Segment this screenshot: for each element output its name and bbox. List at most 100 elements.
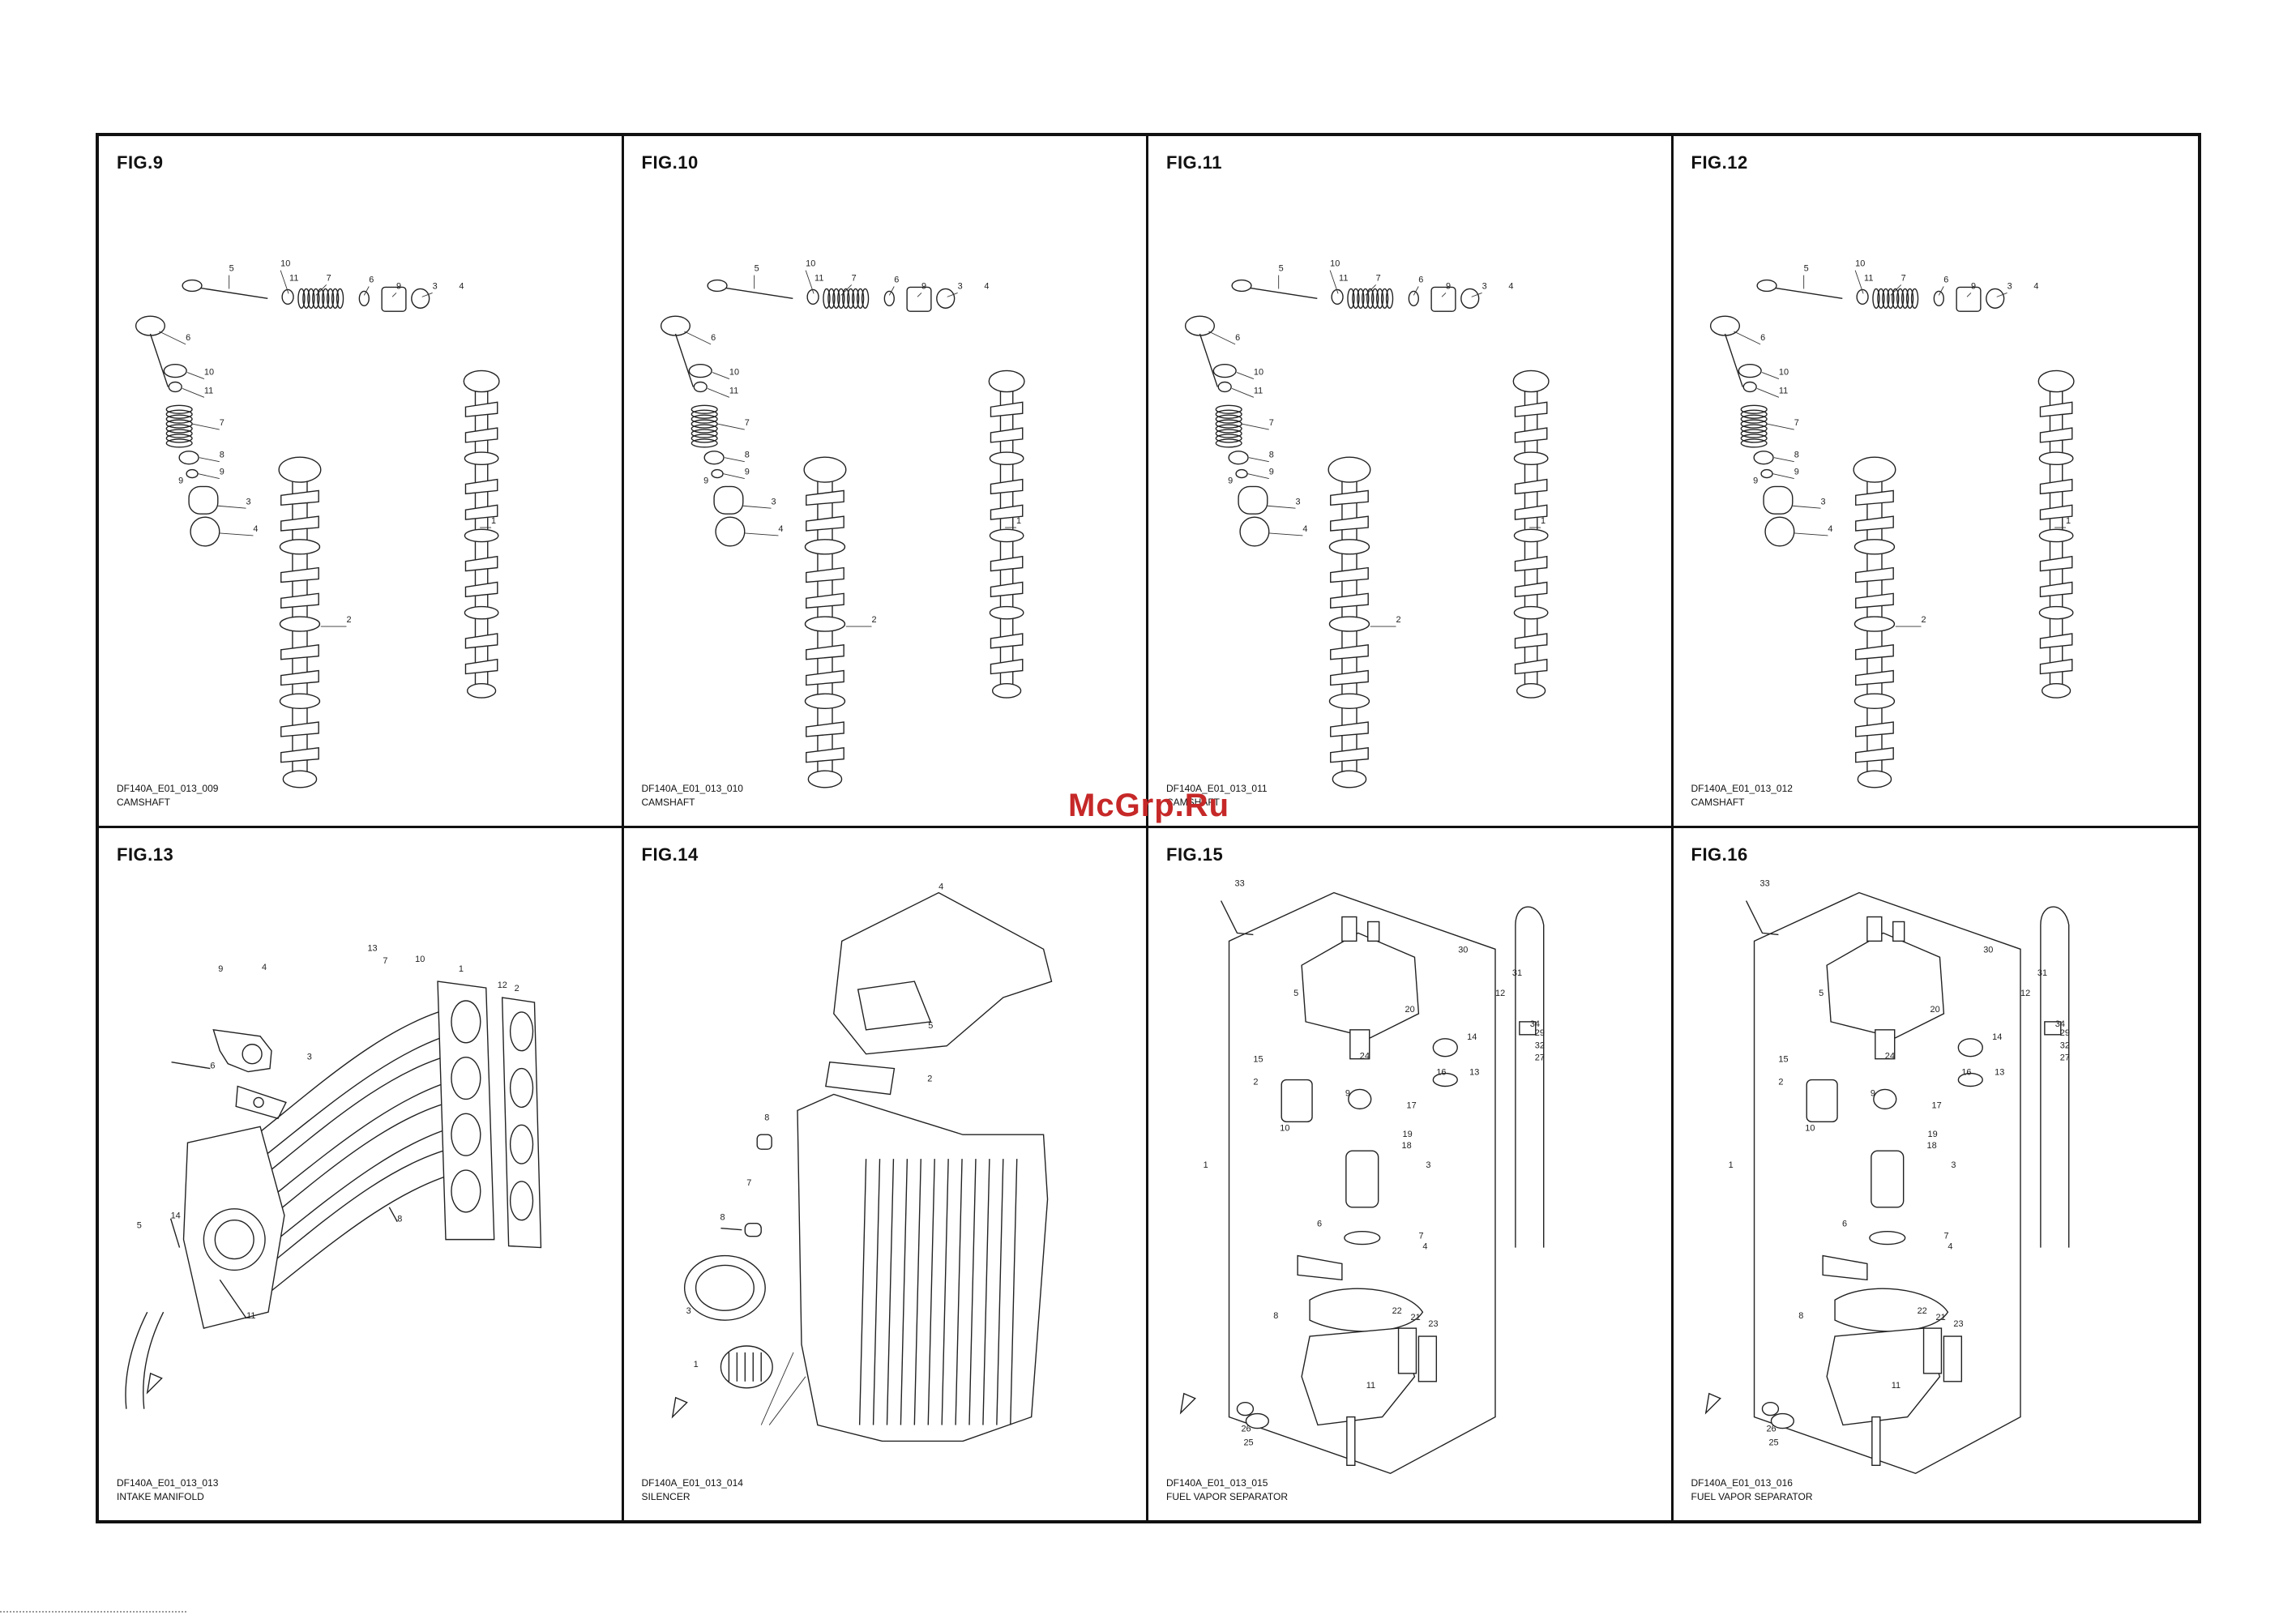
part-callout: 9 <box>1870 1088 1875 1098</box>
part-callout: 2 <box>346 615 351 625</box>
part-callout: 10 <box>1280 1123 1289 1133</box>
part-callout: 11 <box>1339 274 1348 284</box>
footer-rule <box>0 1611 186 1613</box>
figure-part-name: FUEL VAPOR SEPARATOR <box>1691 1491 1813 1502</box>
part-callout: 4 <box>459 281 464 291</box>
part-callout: 2 <box>1921 615 1926 625</box>
part-callout: 26 <box>1241 1425 1251 1434</box>
part-callout: 18 <box>1926 1141 1936 1151</box>
part-callout: 11 <box>729 386 738 395</box>
part-callout: 4 <box>984 281 989 291</box>
part-callout: 8 <box>764 1113 769 1122</box>
figure-code: DF140A_E01_013_015 <box>1166 1477 1268 1489</box>
part-callout: 32 <box>1535 1041 1545 1051</box>
part-callout: 6 <box>1760 333 1765 343</box>
part-callout: 31 <box>2037 968 2046 978</box>
part-callout: 17 <box>1407 1100 1417 1110</box>
figure-code: DF140A_E01_013_009 <box>117 783 219 794</box>
part-callout: 3 <box>2007 281 2012 291</box>
part-callout: 7 <box>383 956 387 966</box>
part-callout: 23 <box>1953 1319 1963 1329</box>
part-callout: 4 <box>1422 1242 1427 1252</box>
part-callout: 9 <box>921 281 926 291</box>
part-callout: 5 <box>1293 989 1298 998</box>
part-callout: 4 <box>938 882 943 892</box>
part-callout: 6 <box>1418 276 1423 285</box>
part-callout: 2 <box>1396 615 1400 625</box>
part-callout: 6 <box>1943 276 1948 285</box>
figure-title: FIG.10 <box>641 152 699 173</box>
part-callout: 14 <box>1992 1032 2002 1042</box>
figure-code: DF140A_E01_013_013 <box>117 1477 219 1489</box>
part-callout: 3 <box>1820 497 1825 506</box>
part-callout: 10 <box>806 259 815 269</box>
figure-title: FIG.12 <box>1691 152 1748 173</box>
part-callout: 6 <box>711 333 716 343</box>
part-callout: 2 <box>515 984 519 993</box>
figure-title: FIG.16 <box>1691 844 1748 865</box>
part-callout: 31 <box>1512 968 1522 978</box>
part-callout: 13 <box>1469 1068 1479 1078</box>
part-callout: 5 <box>137 1221 142 1231</box>
part-callout: 11 <box>1864 274 1873 284</box>
part-callout: 10 <box>1805 1123 1815 1133</box>
figure-part-name: CAMSHAFT <box>1691 797 1745 808</box>
part-callout: 2 <box>927 1075 932 1084</box>
part-callout: 21 <box>1410 1313 1420 1322</box>
part-callout: 10 <box>1855 259 1865 269</box>
figure-part-name: CAMSHAFT <box>1166 797 1220 808</box>
figure-code: DF140A_E01_013_014 <box>641 1477 743 1489</box>
figure-part-name: CAMSHAFT <box>117 797 170 808</box>
part-callout: 7 <box>746 1178 751 1188</box>
part-callout: 10 <box>1254 368 1263 378</box>
part-callout: 3 <box>771 497 776 506</box>
watermark: McGrp.Ru <box>1068 788 1230 823</box>
part-callout: 4 <box>1948 1242 1952 1252</box>
part-callout: 6 <box>894 276 899 285</box>
part-callout: 3 <box>1482 281 1487 291</box>
part-callout: 8 <box>220 451 224 460</box>
part-callout: 2 <box>1253 1078 1258 1087</box>
figure-code: DF140A_E01_013_012 <box>1691 783 1793 794</box>
part-callout: 7 <box>327 274 331 284</box>
part-callout: 16 <box>1961 1068 1971 1078</box>
part-callout: 27 <box>2059 1053 2069 1063</box>
part-callout: 18 <box>1402 1141 1412 1151</box>
part-callout: 3 <box>246 497 251 506</box>
part-callout: 34 <box>2054 1019 2064 1029</box>
part-callout: 7 <box>851 274 856 284</box>
part-callout: 2 <box>1778 1078 1783 1087</box>
part-callout: 9 <box>1269 468 1274 477</box>
part-callout: 9 <box>1970 281 1975 291</box>
figure-code: DF140A_E01_013_016 <box>1691 1477 1793 1489</box>
part-callout: 11 <box>1366 1381 1375 1391</box>
part-callout: 8 <box>1273 1311 1278 1321</box>
part-callout: 21 <box>1935 1313 1945 1322</box>
part-callout: 7 <box>1943 1232 1948 1241</box>
part-callout: 7 <box>1901 274 1905 284</box>
part-callout: 3 <box>307 1053 312 1062</box>
part-callout: 11 <box>1254 386 1263 395</box>
part-callout: 23 <box>1428 1319 1438 1329</box>
part-callout: 30 <box>1983 945 1993 955</box>
part-callout: 25 <box>1243 1438 1253 1447</box>
part-callout: 7 <box>1418 1232 1423 1241</box>
part-callout: 22 <box>1392 1306 1402 1316</box>
figure-part-name: SILENCER <box>641 1491 691 1502</box>
part-callout: 27 <box>1535 1053 1545 1063</box>
part-callout: 5 <box>754 264 759 274</box>
